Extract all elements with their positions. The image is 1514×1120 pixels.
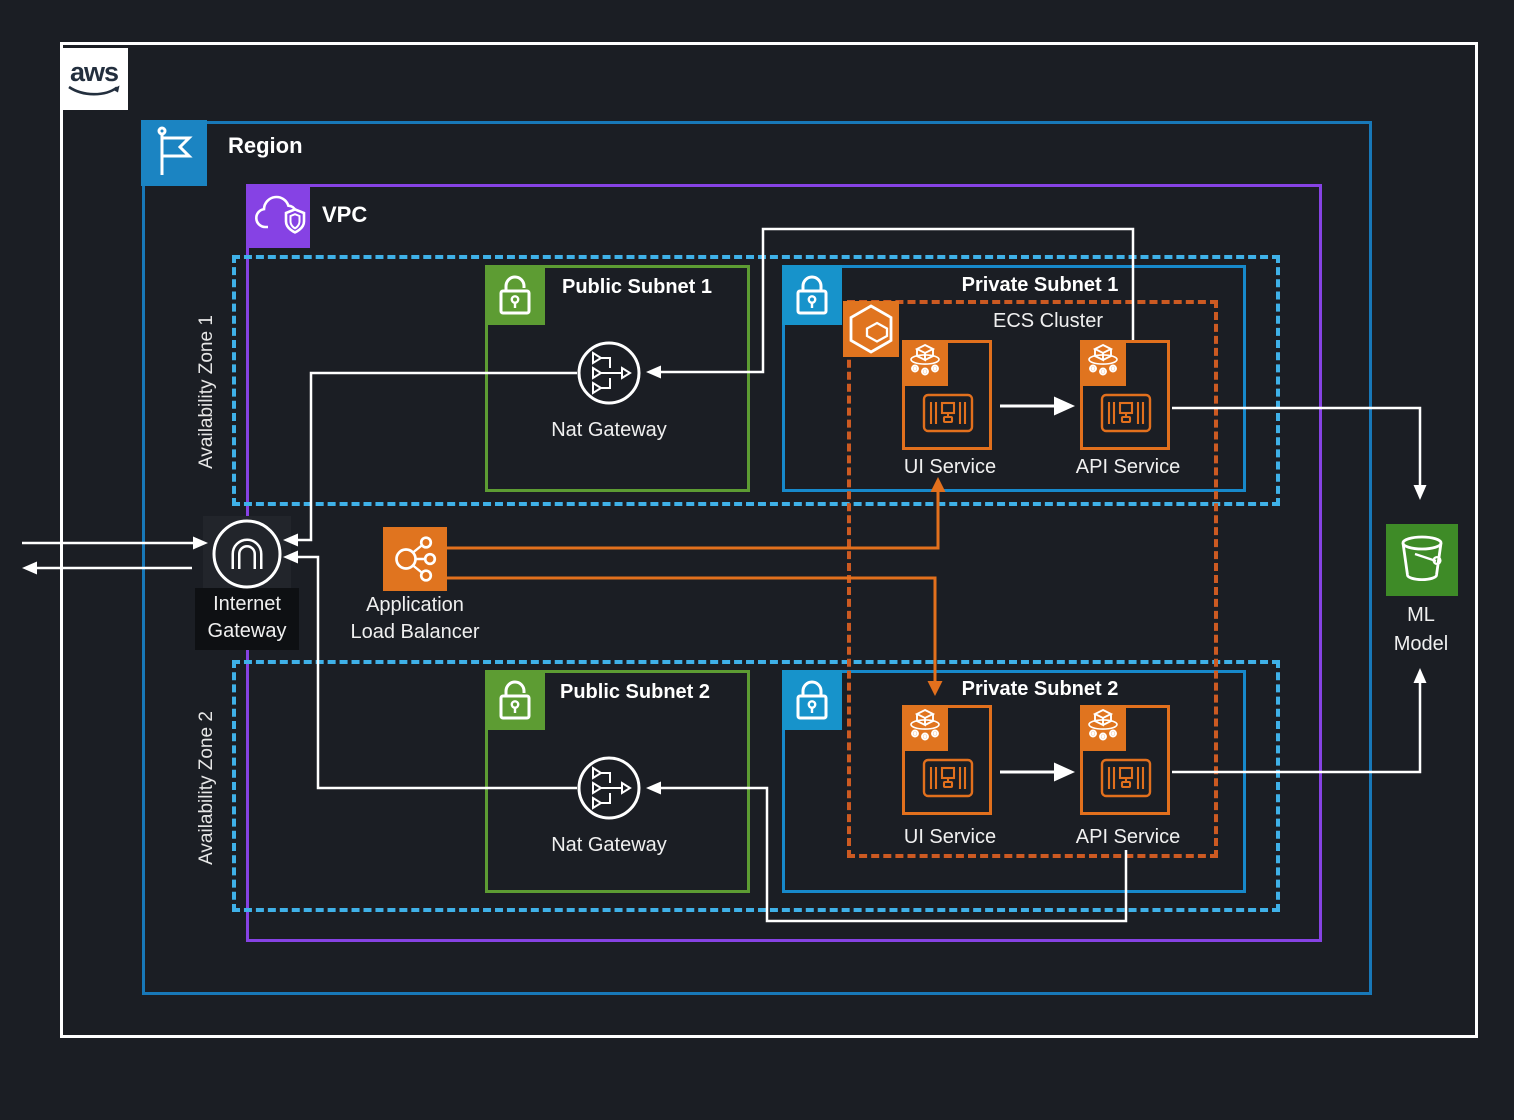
api-service-2-box [1080, 705, 1170, 815]
orange-connectors [447, 492, 938, 681]
availability-zone-2-label: Availability Zone 2 [196, 711, 218, 865]
alb-to-ui2-line [447, 578, 935, 681]
ui-service-1-label: UI Service [904, 456, 996, 479]
internet-gateway-label-line2: Gateway [208, 620, 287, 643]
aws-logo: aws [60, 48, 128, 110]
availability-zone-1-label: Availability Zone 1 [196, 315, 218, 469]
api1-to-ml-line [1172, 408, 1420, 486]
aws-smile-icon [66, 84, 122, 98]
api2-to-ml-line [1172, 682, 1420, 772]
public-subnet-2-lock-icon [485, 670, 545, 730]
nat-gateway-1-label: Nat Gateway [551, 419, 667, 442]
ecs-cluster-label: ECS Cluster [993, 310, 1103, 333]
public-subnet-1-title: Public Subnet 1 [562, 276, 712, 299]
public-subnet-1-lock-icon [485, 265, 545, 325]
api-service-1-label: API Service [1076, 456, 1180, 479]
load-balancer-icon [383, 527, 447, 591]
nat1-to-igw-line [296, 373, 577, 540]
ml-model-label-line1: ML [1407, 604, 1435, 627]
private-subnet-1-lock-icon [782, 265, 842, 325]
container-icon [922, 393, 974, 433]
nat-gateway-2-label: Nat Gateway [551, 834, 667, 857]
private-subnet-2-title: Private Subnet 2 [962, 678, 1119, 701]
public-subnet-2-title: Public Subnet 2 [560, 681, 710, 704]
internet-gateway-icon [208, 515, 286, 593]
load-balancer-label-line1: Application [366, 594, 464, 617]
ecs-service-icon [1080, 705, 1126, 751]
ecs-cluster-icon [843, 301, 899, 357]
region-title: Region [228, 133, 303, 159]
ui-service-2-label: UI Service [904, 826, 996, 849]
ml-model-bucket-icon [1386, 524, 1458, 596]
container-icon [1100, 758, 1152, 798]
api2-to-nat2-line [660, 788, 1126, 921]
ecs-service-icon [902, 705, 948, 751]
vpc-icon [246, 184, 310, 248]
nat-gateway-1-icon [574, 338, 644, 408]
api-service-1-box [1080, 340, 1170, 450]
vpc-title: VPC [322, 202, 367, 228]
region-flag-icon [141, 120, 207, 186]
alb-to-ui1-line [447, 492, 938, 548]
ml-model-label-line2: Model [1394, 633, 1448, 656]
nat-gateway-2-icon [574, 753, 644, 823]
ecs-service-icon [902, 340, 948, 386]
container-icon [1100, 393, 1152, 433]
ecs-service-icon [1080, 340, 1126, 386]
private-subnet-1-title: Private Subnet 1 [962, 274, 1119, 297]
internet-gateway-label-line1: Internet [213, 593, 281, 616]
private-subnet-2-lock-icon [782, 670, 842, 730]
api-service-2-label: API Service [1076, 826, 1180, 849]
container-icon [922, 758, 974, 798]
aws-logo-text: aws [70, 60, 118, 84]
ui-service-1-box [902, 340, 992, 450]
load-balancer-label-line2: Load Balancer [351, 621, 480, 644]
ui-service-2-box [902, 705, 992, 815]
